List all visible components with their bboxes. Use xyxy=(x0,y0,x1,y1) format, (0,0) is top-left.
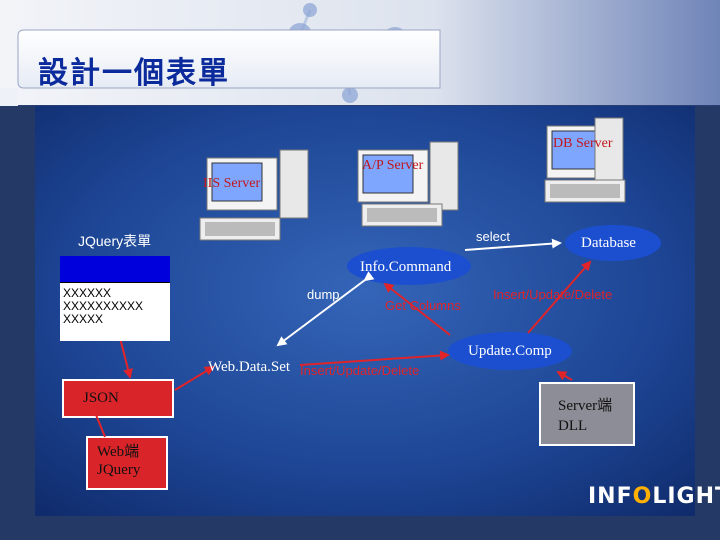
page-title: 設計一個表單 xyxy=(38,56,230,91)
dll-arrow xyxy=(556,371,573,381)
iis-server-label: IIS Server xyxy=(203,176,261,191)
infolight-logo: INFOLIGHT xyxy=(588,484,720,509)
jquery-form-header xyxy=(60,256,170,283)
get-columns-edge-label: Get Columns xyxy=(385,298,461,313)
database-oval xyxy=(565,225,661,261)
web-dataset-label: Web.Data.Set xyxy=(208,359,291,375)
dump-edge-label: dump xyxy=(307,287,340,302)
web-jquery-connector xyxy=(89,399,106,438)
json-label: JSON xyxy=(83,390,119,406)
ap-server-computer-icon xyxy=(357,141,459,227)
update-comp-label: Update.Comp xyxy=(468,343,552,359)
jquery-form-row: XXXXX xyxy=(63,312,104,326)
insert-update-delete-arrow-bottom xyxy=(299,350,450,366)
jquery-form-table: XXXXXX XXXXXXXXXX XXXXX xyxy=(60,256,170,341)
json-to-dataset-arrow xyxy=(174,365,215,391)
ap-server-label: A/P Server xyxy=(362,158,424,173)
db-server-label: DB Server xyxy=(553,136,613,151)
insert-update-delete-top-label: Insert/Update/Delete xyxy=(493,287,613,302)
web-jquery-label: Web端 JQuery xyxy=(97,444,141,478)
logo-text-right: LIGHT xyxy=(652,484,720,509)
jquery-form-row: XXXXXX xyxy=(63,286,112,300)
select-edge-label: select xyxy=(476,229,510,244)
web-jquery-box xyxy=(86,436,168,490)
database-label: Database xyxy=(581,235,636,251)
dump-arrow xyxy=(276,271,375,347)
info-command-label: Info.Command xyxy=(360,259,452,275)
json-box xyxy=(62,379,174,418)
server-dll-label: Server端 DLL xyxy=(558,398,613,434)
insert-update-delete-arrow-top xyxy=(527,260,592,334)
info-command-oval xyxy=(347,247,471,285)
logo-text-o: O xyxy=(632,484,653,509)
insert-update-delete-bottom-label: Insert/Update/Delete xyxy=(300,363,420,378)
get-columns-arrow xyxy=(383,282,451,336)
update-comp-oval xyxy=(448,332,572,370)
logo-text-left: INF xyxy=(588,484,633,509)
select-arrow xyxy=(464,238,562,251)
iis-server-computer-icon xyxy=(199,149,309,241)
server-dll-box xyxy=(539,382,635,446)
jquery-form-label: JQuery表單 xyxy=(78,233,152,249)
db-server-computer-icon xyxy=(544,117,626,203)
jquery-form-row: XXXXXXXXXX xyxy=(63,299,144,313)
